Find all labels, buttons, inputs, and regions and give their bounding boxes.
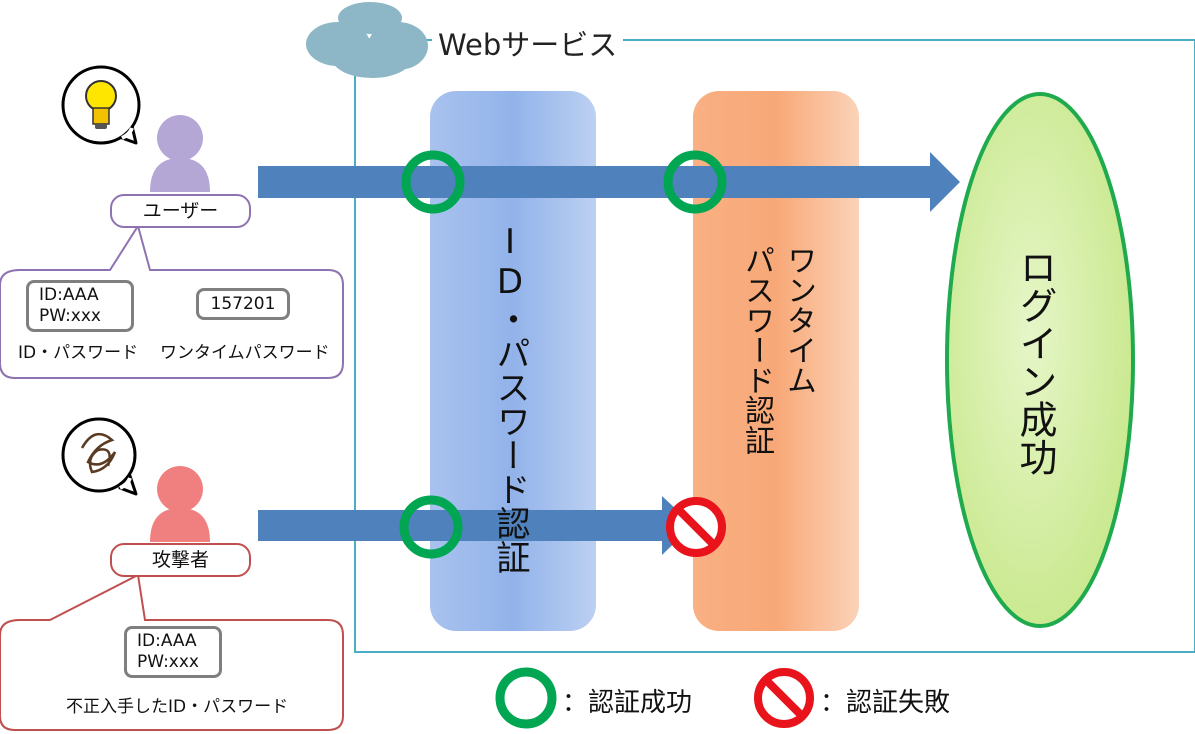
user-flow-arrow — [258, 152, 960, 212]
legend-failure-label: ：認証失敗 — [820, 688, 951, 718]
success-mark-user-id — [401, 150, 465, 214]
login-success-label: ログイン成功 — [1013, 248, 1057, 476]
id-password-stage-label: ID・パスワード認証 — [490, 222, 530, 574]
user-credentials-box: ID:AAA PW:xxx — [26, 280, 134, 332]
legend-success-label: ：認証成功 — [562, 688, 693, 718]
login-success-ellipse — [945, 92, 1135, 628]
otp-caption: ワンタイムパスワード — [160, 343, 330, 363]
user-credentials-caption: ID・パスワード — [18, 343, 139, 363]
otp-box: 157201 — [196, 288, 290, 320]
attacker-pw-text: PW:xxx — [137, 652, 199, 672]
success-mark-user-otp — [663, 150, 727, 214]
user-avatar — [150, 115, 210, 192]
id-password-stage — [430, 91, 596, 631]
user-pw-text: PW:xxx — [39, 306, 101, 326]
otp-label-line1: ワンタイム — [781, 245, 816, 395]
attacker-avatar — [150, 466, 210, 542]
cloud-icon — [306, 2, 428, 78]
user-label: ユーザー — [110, 194, 251, 228]
attacker-credentials-box: ID:AAA PW:xxx — [124, 626, 222, 678]
attacker-credentials-caption: 不正入手したID・パスワード — [66, 697, 289, 717]
service-frame — [354, 39, 1195, 653]
success-mark-attacker-id — [399, 495, 463, 559]
lightbulb-icon — [61, 65, 141, 145]
one-time-password-stage — [693, 91, 859, 631]
scribble-icon — [61, 417, 138, 496]
otp-label-line2: パスワード認証 — [739, 245, 774, 455]
attacker-id-text: ID:AAA — [137, 631, 197, 651]
service-title: Webサービス — [432, 22, 624, 64]
attacker-label: 攻撃者 — [110, 543, 251, 577]
failure-mark-attacker-otp — [666, 497, 726, 557]
user-speech-bubble — [0, 223, 344, 379]
legend-failure-icon — [754, 668, 814, 728]
user-id-text: ID:AAA — [39, 285, 99, 305]
legend-success-icon — [495, 667, 557, 729]
attacker-flow-arrow — [258, 496, 693, 555]
